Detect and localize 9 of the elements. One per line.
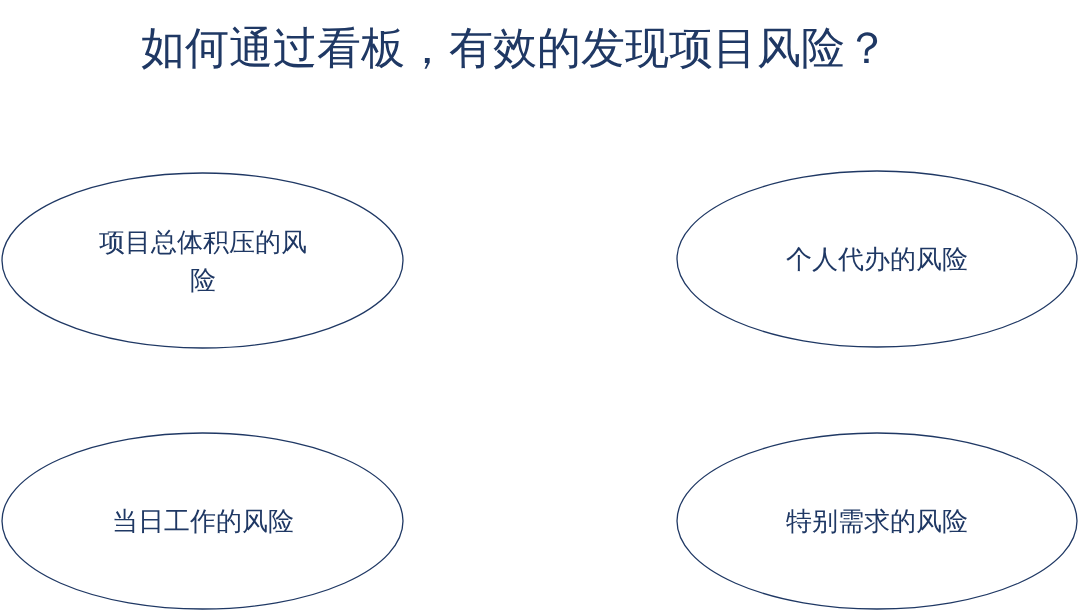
node-text: 特别需求的风险 — [786, 505, 968, 538]
node-text: 当日工作的风险 — [111, 505, 294, 538]
title: 如何通过看板，有效的发现项目风险？ — [141, 22, 889, 73]
ellipse-node — [1, 172, 404, 349]
ellipse-node — [676, 170, 1078, 348]
ellipse-node — [1, 432, 404, 610]
node-text: 项目总体积压的风险 — [97, 225, 308, 297]
ellipse-node — [676, 432, 1078, 610]
node-text: 个人代办的风险 — [786, 243, 968, 276]
